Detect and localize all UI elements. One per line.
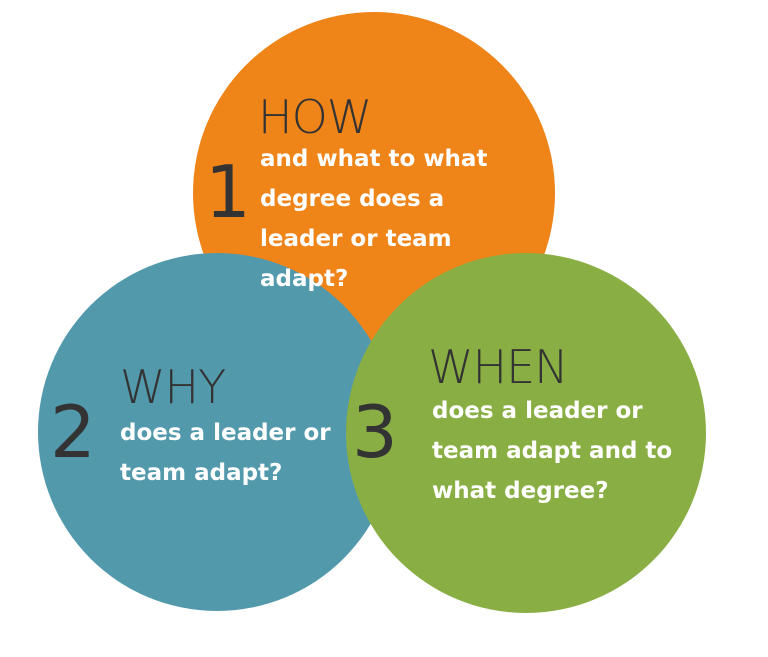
number-3: 3: [352, 390, 398, 474]
heading-why: WHY: [120, 360, 226, 414]
text-how: and what to what degree does a leader or…: [260, 146, 488, 292]
text-when: does a leader or team adapt and to what …: [432, 398, 673, 504]
number-2: 2: [50, 390, 96, 474]
circle-why: [38, 253, 396, 611]
text-why: does a leader or team adapt?: [120, 420, 331, 486]
heading-how: HOW: [258, 90, 372, 144]
number-1: 1: [205, 150, 251, 234]
heading-when: WHEN: [428, 340, 569, 394]
circle-when: [346, 253, 706, 613]
